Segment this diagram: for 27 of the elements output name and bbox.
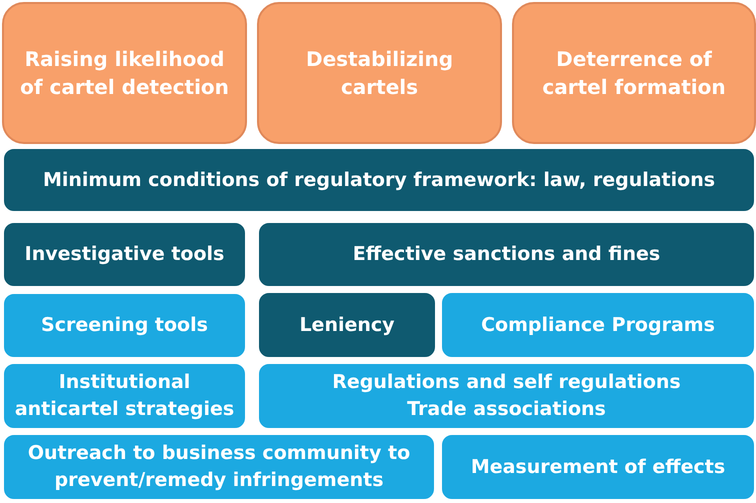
box-label: Compliance Programs [481,312,715,338]
category-box [257,362,756,430]
category-box [2,362,247,430]
category-box [257,2,502,144]
category-box [2,292,247,359]
box-label: Outreach to business community to prevent/remedy infringements [26,441,412,493]
category-box [440,433,756,501]
category-box [440,291,756,359]
category-box [257,291,437,359]
box-label: Deterrence of cartel formation [541,46,727,101]
box-label: Raising likelihood of cartel detection [20,46,229,101]
box-label: Minimum conditions of regulatory framework: law, regulations [42,168,716,193]
box-label: Institutional anticartel strategies [14,370,236,422]
box-label: Trade associations [407,397,606,422]
category-box [2,221,247,288]
box-label: Screening tools [41,313,208,338]
box-label: Destabilizing cartels [304,46,454,101]
category-box [2,433,436,501]
box-label: Leniency [299,312,395,338]
category-box [2,2,247,144]
box-label: Effective sanctions and fines [352,242,660,268]
box-label: Investigative tools [24,242,224,268]
category-box [2,147,756,213]
category-box [257,221,756,288]
category-box [512,2,756,144]
box-label: Measurement of effects [470,454,726,480]
box-label: Regulations and self regulations [332,370,681,396]
